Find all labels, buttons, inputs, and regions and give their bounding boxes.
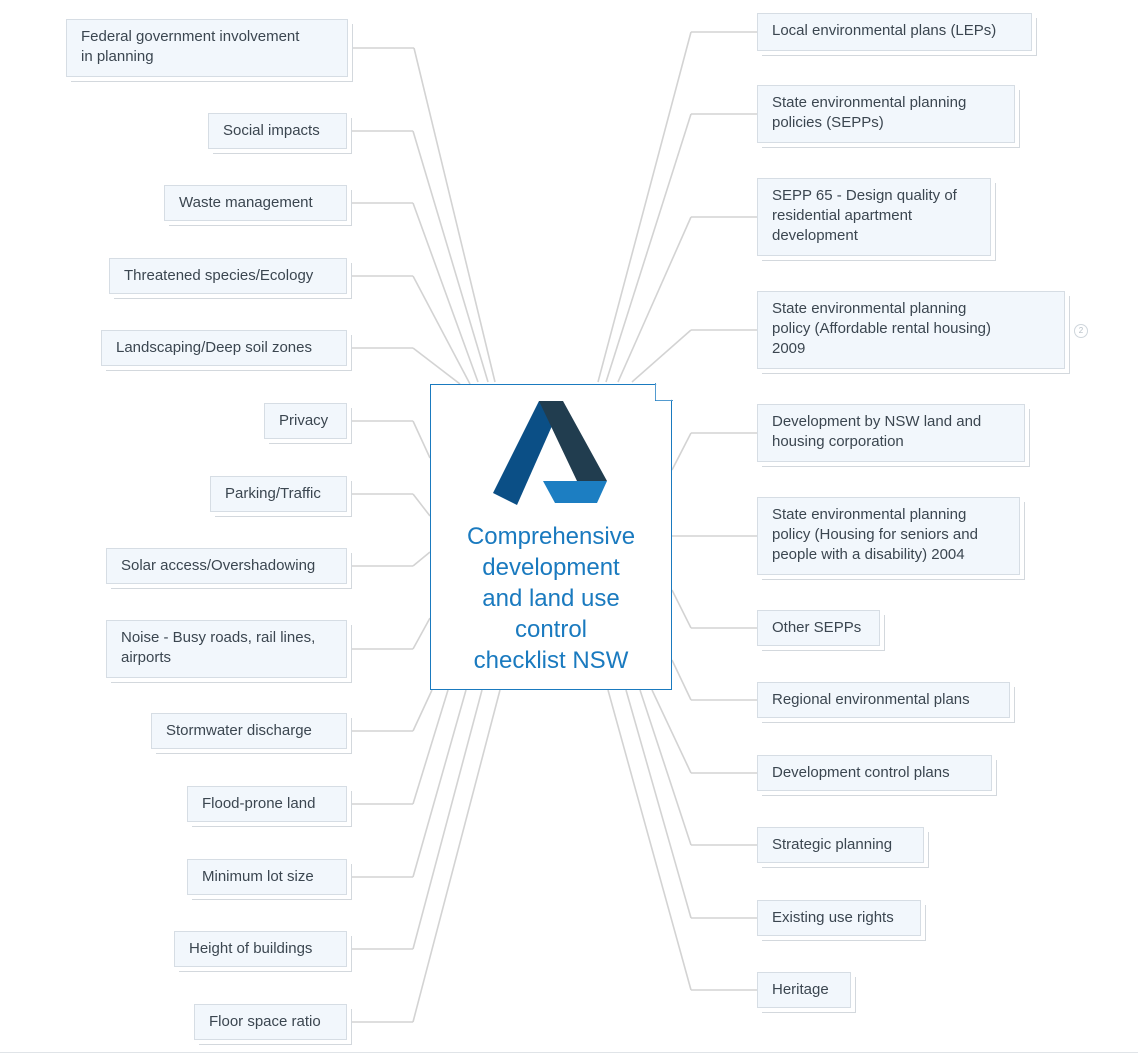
connector-line xyxy=(651,689,692,774)
topic-label-line: Waste management xyxy=(179,194,313,211)
central-topic-line: and land use xyxy=(482,585,620,612)
topic-label-line: Solar access/Overshadowing xyxy=(121,557,316,574)
topic-label-line: Landscaping/Deep soil zones xyxy=(116,339,312,356)
left-topic-node[interactable]: Parking/Traffic xyxy=(210,476,347,512)
topic-label-line: Stormwater discharge xyxy=(166,722,312,739)
left-topic-node[interactable]: Privacy xyxy=(264,403,347,439)
collapsed-count-badge[interactable]: 2 xyxy=(1074,324,1088,338)
connector-line xyxy=(412,617,431,650)
left-topic-node[interactable]: Threatened species/Ecology xyxy=(109,258,347,294)
left-topic-node[interactable]: Flood-prone land xyxy=(187,786,347,822)
connector-line xyxy=(631,329,692,383)
connector-line xyxy=(412,689,433,732)
topic-label-line: Minimum lot size xyxy=(202,868,314,885)
right-topic-node[interactable]: SEPP 65 - Design quality of residential a… xyxy=(757,178,991,256)
topic-label-line: Development by NSW land and xyxy=(772,413,982,430)
left-topic-node[interactable]: Solar access/Overshadowing xyxy=(106,548,347,584)
connector-line xyxy=(412,689,449,805)
left-topic-node[interactable]: Noise - Busy roads, rail lines, airports xyxy=(106,620,347,678)
topic-label-line: State environmental planning xyxy=(772,94,967,111)
topic-label-line: Noise - Busy roads, rail lines, xyxy=(121,629,316,646)
topic-label-line: Height of buildings xyxy=(189,940,313,957)
topic-label-line: 2009 xyxy=(772,340,806,357)
right-topic-node[interactable]: Heritage xyxy=(757,972,851,1008)
connector-line xyxy=(412,689,467,878)
left-topic-node[interactable]: Landscaping/Deep soil zones xyxy=(101,330,347,366)
connector-line xyxy=(412,130,489,383)
topic-label-line: Existing use rights xyxy=(772,909,894,926)
topic-label-line: Privacy xyxy=(279,412,329,429)
right-topic-node[interactable]: State environmental planning policies (SE… xyxy=(757,85,1015,143)
connector-line xyxy=(671,589,692,629)
topic-label-line: State environmental planning xyxy=(772,300,967,317)
connector-line xyxy=(597,31,692,383)
topic-label-line: Floor space ratio xyxy=(209,1013,321,1030)
central-topic-line: Comprehensive xyxy=(466,523,636,550)
left-topic-node[interactable]: Social impacts xyxy=(208,113,347,149)
right-topic-node[interactable]: State environmental planning policy (Affo… xyxy=(757,291,1065,369)
topic-label-line: Threatened species/Ecology xyxy=(124,267,314,284)
topic-label-line: Flood-prone land xyxy=(202,795,316,812)
topic-label-line: Parking/Traffic xyxy=(225,485,321,502)
abstract-triangle-logo-icon xyxy=(493,401,607,505)
topic-label-line: Strategic planning xyxy=(772,836,893,853)
connector-line xyxy=(639,689,692,846)
connector-line xyxy=(412,202,479,383)
page-fold-corner-icon xyxy=(655,383,673,401)
left-topic-node[interactable]: Minimum lot size xyxy=(187,859,347,895)
left-topic-node[interactable]: Waste management xyxy=(164,185,347,221)
connector-line xyxy=(412,347,461,385)
topic-label-line: in planning xyxy=(81,48,154,65)
topic-label-line: Other SEPPs xyxy=(772,619,862,636)
topic-label-line: Heritage xyxy=(772,981,829,998)
left-topic-node[interactable]: Floor space ratio xyxy=(194,1004,347,1040)
topic-label-line: policy (Affordable rental housing) xyxy=(772,320,992,337)
connector-line xyxy=(412,551,431,567)
topic-label-line: Federal government involvement xyxy=(81,28,300,45)
left-topic-node[interactable]: Stormwater discharge xyxy=(151,713,347,749)
topic-label-line: SEPP 65 - Design quality of xyxy=(772,187,957,204)
right-topic-node[interactable]: Other SEPPs xyxy=(757,610,880,646)
connector-line xyxy=(412,420,431,459)
topic-label-line: people with a disability) 2004 xyxy=(772,546,965,563)
topic-label-line: airports xyxy=(121,649,172,666)
topic-label-line: policies (SEPPs) xyxy=(772,114,884,131)
central-topic-line: control xyxy=(514,616,588,643)
right-topic-node[interactable]: Local environmental plans (LEPs) xyxy=(757,13,1032,51)
central-topic-line: checklist NSW xyxy=(473,647,629,674)
connector-line xyxy=(412,689,501,1023)
connector-line xyxy=(671,659,692,701)
right-topic-node[interactable]: Existing use rights xyxy=(757,900,921,936)
topic-label-line: Regional environmental plans xyxy=(772,691,970,708)
topic-label-line: State environmental planning xyxy=(772,506,967,523)
connector-line xyxy=(605,113,692,383)
bottom-divider xyxy=(0,1052,1138,1053)
right-topic-node[interactable]: Development control plans xyxy=(757,755,992,791)
connector-line xyxy=(607,689,692,991)
topic-label-line: housing corporation xyxy=(772,433,904,450)
connector-line xyxy=(671,432,692,471)
topic-label-line: development xyxy=(772,227,858,244)
connector-line xyxy=(412,689,483,950)
connector-line xyxy=(625,689,692,919)
connector-line xyxy=(413,47,496,383)
topic-label-line: residential apartment xyxy=(772,207,913,224)
central-topic[interactable]: Comprehensive development and land use cont… xyxy=(430,383,673,690)
connector-line xyxy=(412,493,431,517)
central-topic-title: Comprehensive development and land use cont… xyxy=(441,521,661,676)
central-topic-line: development xyxy=(482,554,620,581)
topic-label-line: Development control plans xyxy=(772,764,950,781)
right-topic-node[interactable]: Development by NSW land and housing corpo… xyxy=(757,404,1025,462)
left-topic-node[interactable]: Height of buildings xyxy=(174,931,347,967)
connector-line xyxy=(412,275,471,385)
right-topic-node[interactable]: State environmental planning policy (Hous… xyxy=(757,497,1020,575)
topic-label-line: Local environmental plans (LEPs) xyxy=(772,22,997,39)
connector-line xyxy=(617,216,692,383)
topic-label-line: Social impacts xyxy=(223,122,320,139)
left-topic-node[interactable]: Federal government involvement in plannin… xyxy=(66,19,348,77)
right-topic-node[interactable]: Regional environmental plans xyxy=(757,682,1010,718)
topic-label-line: policy (Housing for seniors and xyxy=(772,526,978,543)
right-topic-node[interactable]: Strategic planning xyxy=(757,827,924,863)
